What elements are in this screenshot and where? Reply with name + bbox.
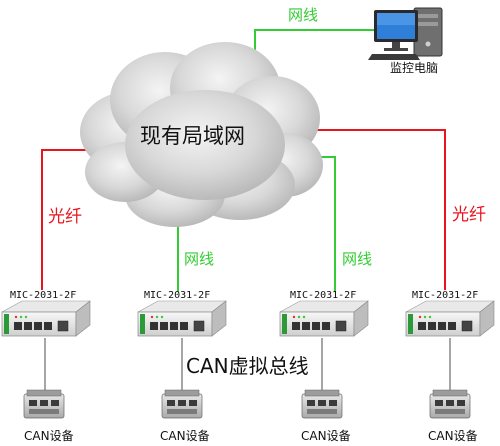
cable-2-label: 网线: [184, 250, 214, 268]
can-device-label: CAN设备: [160, 429, 210, 443]
switch-model-label: MIC-2031-2F: [290, 290, 356, 301]
fiber-left-label: 光纤: [48, 207, 82, 227]
can-device-1: [23, 389, 65, 419]
can-bus-label: CAN虚拟总线: [186, 354, 309, 378]
computer-icon: [368, 7, 443, 60]
fiber-right-label: 光纤: [452, 205, 486, 225]
lan-cloud: 现有局域网: [80, 42, 323, 227]
switch-3: MIC-2031-2F: [279, 290, 369, 337]
pc-link-label: 网线: [288, 6, 318, 24]
device-links: [44, 338, 451, 390]
switch-2: MIC-2031-2F: [137, 290, 227, 337]
can-device-4: [429, 389, 471, 419]
switch-1: MIC-2031-2F: [1, 290, 91, 337]
can-device-2: [161, 389, 203, 419]
monitor-pc-label: 监控电脑: [390, 61, 438, 75]
can-device-label: CAN设备: [24, 429, 74, 443]
can-device-3: [301, 389, 343, 419]
switch-model-label: MIC-2031-2F: [144, 290, 210, 301]
pc-ethernet-link: [254, 29, 380, 72]
switch-model-label: MIC-2031-2F: [10, 290, 76, 301]
cloud-label: 现有局域网: [140, 124, 245, 148]
switch-model-label: MIC-2031-2F: [412, 290, 478, 301]
fiber-link-right: [300, 129, 446, 290]
cable-3-label: 网线: [342, 250, 372, 268]
can-device-label: CAN设备: [428, 429, 478, 443]
switch-4: MIC-2031-2F: [405, 290, 495, 337]
can-device-label: CAN设备: [301, 429, 351, 443]
